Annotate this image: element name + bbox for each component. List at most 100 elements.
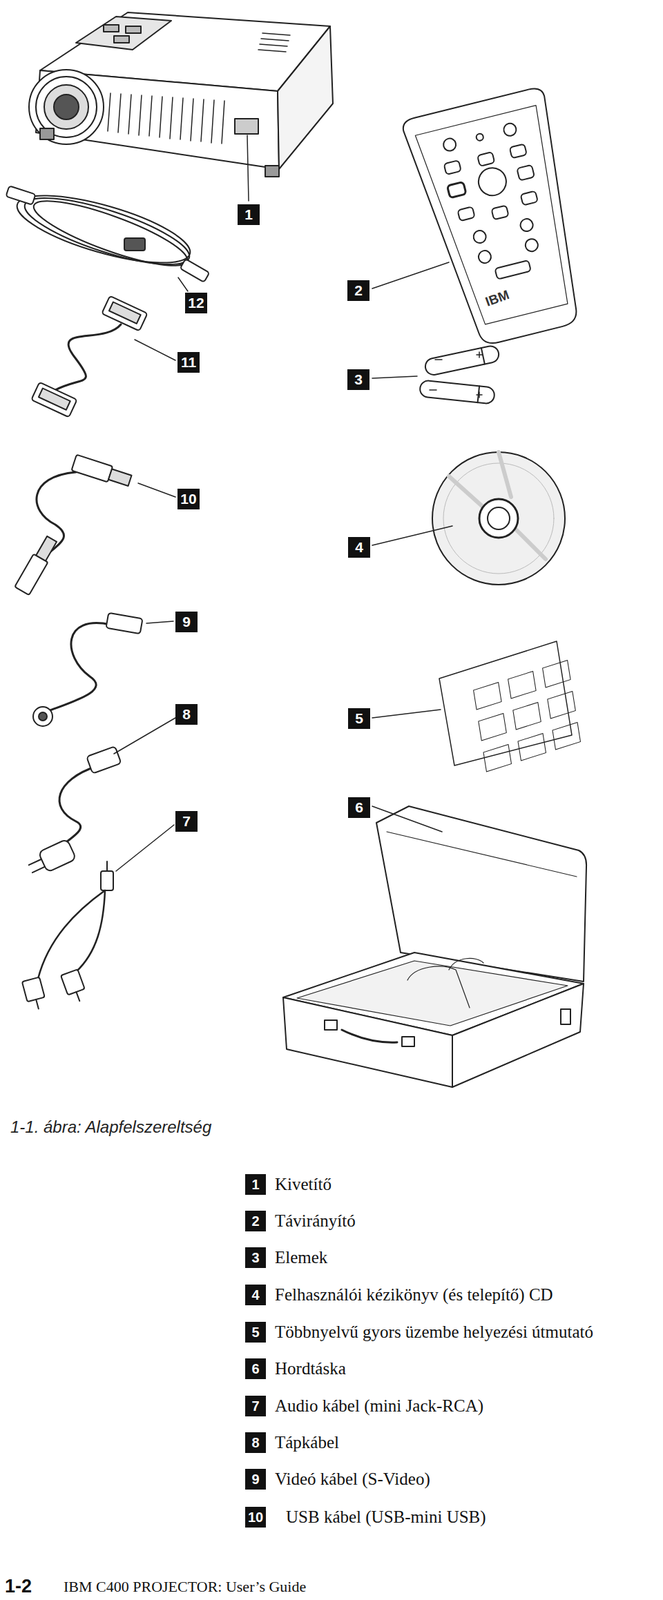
power-cable-drawing	[59, 766, 97, 847]
audio-cable-drawing	[22, 825, 175, 1012]
video-cable-drawing	[124, 238, 146, 251]
remote-drawing	[477, 151, 495, 167]
list-item-text: Felhasználói kézikönyv (és telepítő) CD	[274, 1285, 554, 1306]
usb-cable-drawing	[14, 455, 176, 596]
callout-number: 12	[185, 292, 208, 314]
svideo-cable-drawing	[33, 707, 53, 727]
remote-drawing	[372, 262, 449, 289]
video-cable-drawing	[11, 181, 197, 277]
list-number: 7	[245, 1396, 266, 1418]
list-item-text: Hordtáska	[274, 1359, 347, 1380]
usb-cable-drawing	[14, 535, 59, 596]
audio-cable-drawing	[35, 1000, 39, 1010]
remote-drawing	[457, 206, 475, 221]
cd-drawing	[487, 507, 510, 530]
quickstart-sheet-drawing	[372, 709, 441, 719]
quickstart-sheet-drawing	[478, 713, 507, 742]
video-cable-drawing	[28, 189, 194, 278]
callout-number: 1	[237, 204, 260, 226]
carrying-case-drawing	[560, 1009, 571, 1025]
battery-drawing	[419, 379, 496, 405]
list-number: 10	[245, 1507, 266, 1529]
remote-drawing	[472, 229, 488, 245]
remote-drawing	[475, 133, 485, 142]
battery-drawing	[424, 344, 501, 377]
svideo-cable-drawing	[105, 613, 143, 634]
battery-drawing	[424, 344, 501, 377]
battery-drawing	[372, 376, 418, 379]
callout-number: 10	[177, 488, 200, 510]
battery-drawing	[429, 352, 483, 398]
carrying-case-drawing	[386, 832, 577, 878]
vga-cable-drawing	[109, 302, 141, 324]
projector-drawing	[40, 128, 54, 140]
list-item-text: Tápkábel	[274, 1433, 340, 1454]
projector-drawing	[44, 84, 89, 130]
carrying-case-drawing	[407, 958, 484, 1009]
video-cable-drawing	[6, 181, 210, 292]
audio-cable-drawing	[75, 992, 80, 1002]
remote-drawing	[502, 122, 518, 138]
power-cable-drawing	[113, 718, 176, 755]
power-cable-drawing	[32, 867, 45, 873]
carrying-case-drawing	[324, 1020, 338, 1031]
remote-drawing	[519, 217, 535, 233]
list-number: 3	[245, 1247, 266, 1269]
list-item-text: USB kábel (USB-mini USB)	[285, 1507, 487, 1529]
battery-drawing	[419, 379, 496, 405]
projector-drawing	[35, 70, 280, 170]
carrying-case-drawing	[341, 1030, 398, 1043]
list-number: 4	[245, 1285, 266, 1306]
projector-drawing	[234, 118, 259, 134]
battery-drawing	[372, 344, 501, 405]
audio-cable-drawing	[22, 977, 45, 1003]
audio-cable-drawing	[60, 969, 85, 996]
projector-drawing	[53, 94, 79, 120]
callout-number: 9	[175, 611, 198, 633]
list-item-text: Elemek	[274, 1247, 328, 1269]
remote-drawing	[446, 181, 467, 198]
projector-drawing	[125, 26, 141, 34]
quickstart-sheet-drawing	[547, 691, 576, 719]
carrying-case-drawing	[283, 806, 587, 1088]
callout-number: 5	[348, 708, 371, 730]
audio-cable-drawing	[60, 969, 88, 1005]
vga-cable-drawing	[55, 324, 121, 391]
vga-cable-drawing	[31, 296, 176, 418]
vga-cable-drawing	[101, 296, 148, 332]
callout-number: 7	[175, 811, 198, 833]
list-number: 1	[245, 1174, 266, 1196]
callout-number: 4	[348, 537, 371, 559]
vga-cable-drawing	[134, 339, 176, 361]
power-cable-drawing	[86, 746, 121, 774]
quickstart-sheet-drawing	[542, 660, 571, 688]
svideo-cable-drawing	[146, 621, 174, 624]
projector-drawing	[75, 16, 172, 50]
remote-drawing	[475, 165, 509, 199]
vga-cable-drawing	[101, 296, 148, 332]
carrying-case-drawing	[401, 1037, 415, 1047]
power-cable-drawing	[25, 718, 176, 879]
vga-cable-drawing	[31, 382, 77, 418]
power-cable-drawing	[25, 839, 76, 879]
callout-number: 3	[347, 369, 370, 391]
list-item-text: Többnyelvű gyors üzembe helyezési útmuta…	[274, 1322, 594, 1344]
remote-drawing	[372, 86, 600, 353]
projector-drawing	[277, 26, 333, 170]
quickstart-sheet-drawing	[517, 733, 546, 762]
remote-drawing	[524, 237, 540, 253]
quickstart-sheet-drawing	[508, 671, 536, 699]
audio-cable-drawing	[116, 825, 175, 872]
usb-cable-drawing	[36, 472, 76, 563]
video-cable-drawing	[180, 258, 210, 283]
carrying-case-drawing	[283, 997, 453, 1088]
usb-cable-drawing	[108, 468, 132, 486]
vga-cable-drawing	[38, 388, 71, 411]
list-number: 6	[245, 1359, 266, 1380]
list-number: 5	[245, 1322, 266, 1344]
quickstart-sheet-drawing	[552, 722, 581, 751]
projector-drawing	[265, 165, 280, 177]
remote-drawing	[520, 191, 538, 206]
